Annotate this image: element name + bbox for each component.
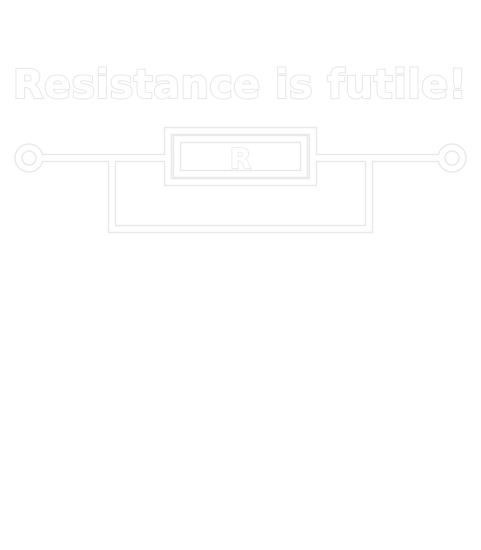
left-terminal [15, 144, 43, 172]
headline-text: Resistance is futile! [13, 62, 467, 108]
shorted-resistor-circuit [14, 126, 467, 234]
top-wire [40, 128, 441, 161]
short-loop-wire [109, 158, 372, 232]
bypass-wire [165, 158, 316, 185]
resistor-label: R [230, 142, 252, 175]
resistor-body [174, 136, 307, 177]
right-terminal [438, 144, 466, 172]
